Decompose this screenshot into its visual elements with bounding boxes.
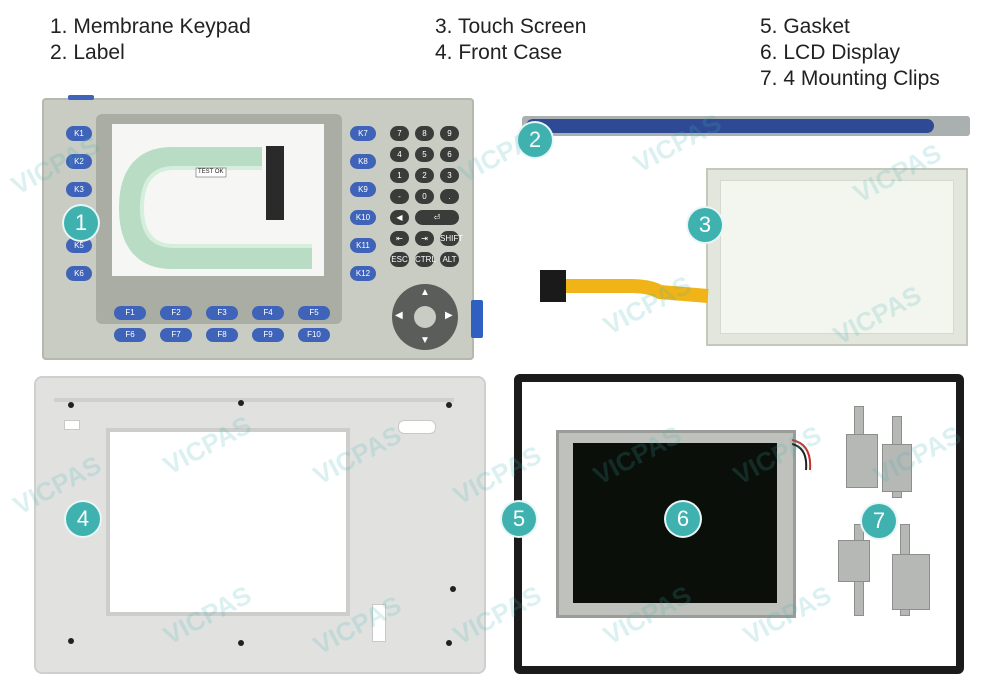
back-arrow-icon: ◀ [390,210,409,225]
keypad-key-f3: F3 [206,306,238,320]
keypad-key-f9: F9 [252,328,284,342]
clip-bracket [882,444,912,492]
numpad-key: 0 [415,189,434,204]
keypad-key-f6: F6 [114,328,146,342]
screw-hole [68,402,74,408]
screw-hole [450,586,456,592]
touch-screen [706,168,968,346]
front-case [34,376,486,674]
legend-item: 4. Front Case [435,41,563,64]
keypad-window: TEST OK [96,114,342,324]
keypad-key-k11: K11 [350,238,376,253]
esc-key: ESC [390,252,409,267]
membrane-keypad: TEST OK ▲ ▼ ◀ ▶ K1K2K3K4K5K6K7K8K9K10K11… [42,95,483,360]
keypad-key-f5: F5 [298,306,330,320]
numpad-key: 8 [415,126,434,141]
legend-item: 1. Membrane Keypad [50,15,251,38]
legend-col-2: 3. Touch Screen 4. Front Case [435,14,586,66]
case-slot [372,604,386,642]
alt-key: ALT [440,252,459,267]
screw-hole [238,400,244,406]
case-rim [54,398,454,402]
keypad-key-f2: F2 [160,306,192,320]
screw-hole [446,640,452,646]
numpad-key: - [390,189,409,204]
touch-flex-cable [560,279,709,303]
numpad-key: 3 [440,168,459,183]
clip-bracket [846,434,878,488]
tab-fwd-icon: ⇥ [415,231,434,246]
numpad-key: 7 [390,126,409,141]
badge-6: 6 [666,502,700,536]
badge-4: 4 [66,502,100,536]
legend-item: 3. Touch Screen [435,15,587,38]
legend-col-3: 5. Gasket 6. LCD Display 7. 4 Mounting C… [760,14,940,92]
keypad-key-k10: K10 [350,210,376,225]
keypad-top-tab [68,95,94,100]
numpad-key: 6 [440,147,459,162]
keypad-key-f8: F8 [206,328,238,342]
dpad-center [414,306,436,328]
keypad-side-tab [471,300,483,338]
ribbon-cable-graphic [118,146,312,269]
tab-back-icon: ⇤ [390,231,409,246]
ribbon-test-label: TEST OK [198,169,224,175]
clip-bracket [838,540,870,582]
keypad-key-k12: K12 [350,266,376,281]
legend-item: 5. Gasket [760,15,850,38]
lcd-wires [792,439,812,471]
ctrl-key: CTRL [415,252,436,267]
numpad-key: 5 [415,147,434,162]
keypad-key-k1: K1 [66,126,92,141]
arrow-left-icon: ◀ [395,310,403,321]
clip-bracket [892,554,930,610]
label-inner-band [526,119,934,133]
keypad-key-f4: F4 [252,306,284,320]
numpad-key: 9 [440,126,459,141]
enter-icon: ⏎ [415,210,459,225]
touch-connector [540,270,566,302]
screw-hole [238,640,244,646]
keypad-key-f10: F10 [298,328,330,342]
numpad-key: 4 [390,147,409,162]
touch-screen-glass [720,180,954,334]
badge-5: 5 [502,502,536,536]
arrow-down-icon: ▼ [420,335,430,346]
screw-hole [446,402,452,408]
shift-key: SHIFT [440,231,463,246]
keypad-key-k2: K2 [66,154,92,169]
screw-hole [68,638,74,644]
keypad-key-k7: K7 [350,126,376,141]
numpad-key: . [440,189,459,204]
keypad-key-k6: K6 [66,266,92,281]
legend-item: 2. Label [50,41,125,64]
badge-7: 7 [862,504,896,538]
case-slot [398,420,436,434]
legend-item: 6. LCD Display [760,41,901,64]
numpad-key: 1 [390,168,409,183]
case-slot [64,420,80,430]
keypad-screen-area: TEST OK [112,124,324,276]
badge-2: 2 [518,123,552,157]
badge-3: 3 [688,208,722,242]
mounting-clips [834,404,944,624]
label-strip [522,116,970,136]
case-window [106,428,350,616]
keypad-key-f7: F7 [160,328,192,342]
legend-col-1: 1. Membrane Keypad 2. Label [50,14,251,66]
arrow-right-icon: ▶ [445,310,453,321]
keypad-key-k9: K9 [350,182,376,197]
arrow-up-icon: ▲ [420,287,430,298]
badge-1: 1 [64,206,98,240]
keypad-key-k3: K3 [66,182,92,197]
keypad-key-k5: K5 [66,238,92,253]
legend-item: 7. 4 Mounting Clips [760,67,940,90]
numpad-key: 2 [415,168,434,183]
directional-pad: ▲ ▼ ◀ ▶ [392,284,458,350]
keypad-key-f1: F1 [114,306,146,320]
keypad-key-k8: K8 [350,154,376,169]
